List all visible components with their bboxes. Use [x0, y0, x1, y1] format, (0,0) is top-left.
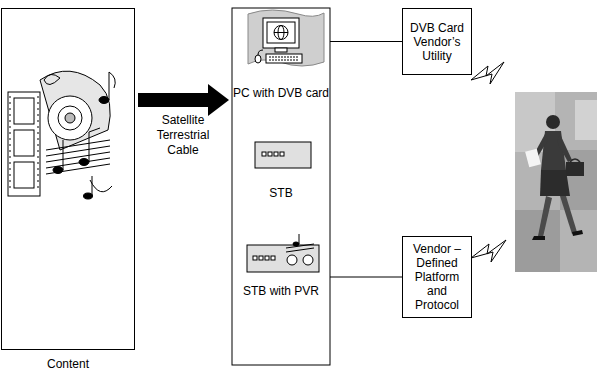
connector-line	[330, 41, 402, 42]
node-text: STB	[269, 186, 292, 200]
connector-line	[330, 277, 402, 278]
pc-device: PC with DVB card	[232, 10, 330, 102]
node-text: DVB Card Vendor’s Utility	[406, 21, 468, 63]
media-illustration	[8, 71, 115, 199]
utility-box: DVB Card Vendor’s Utility	[402, 8, 472, 75]
stb-icon	[255, 142, 311, 168]
pvr-icon	[247, 234, 319, 272]
node-text: Content	[2, 357, 134, 371]
medium-label: Terrestrial	[143, 128, 223, 142]
platform-box: Vendor – Defined Platform and Protocol	[402, 236, 472, 318]
medium-label: Cable	[143, 143, 223, 157]
device-frame	[232, 8, 330, 365]
node-text: PC with DVB card	[233, 86, 329, 100]
content-source-box: Content	[1, 8, 135, 350]
node-text: STB with PVR	[243, 284, 319, 298]
wireless-bolt	[471, 240, 506, 262]
person-picture	[515, 92, 597, 272]
stb-device: STB	[232, 132, 330, 202]
pc-icon	[248, 10, 324, 66]
wireless-bolt	[471, 62, 504, 84]
node-text: Vendor – Defined Platform and Protocol	[406, 242, 468, 312]
medium-label: Satellite	[143, 113, 223, 127]
broadcast-arrow	[138, 84, 229, 116]
pvr-device: STB with PVR	[232, 238, 330, 300]
